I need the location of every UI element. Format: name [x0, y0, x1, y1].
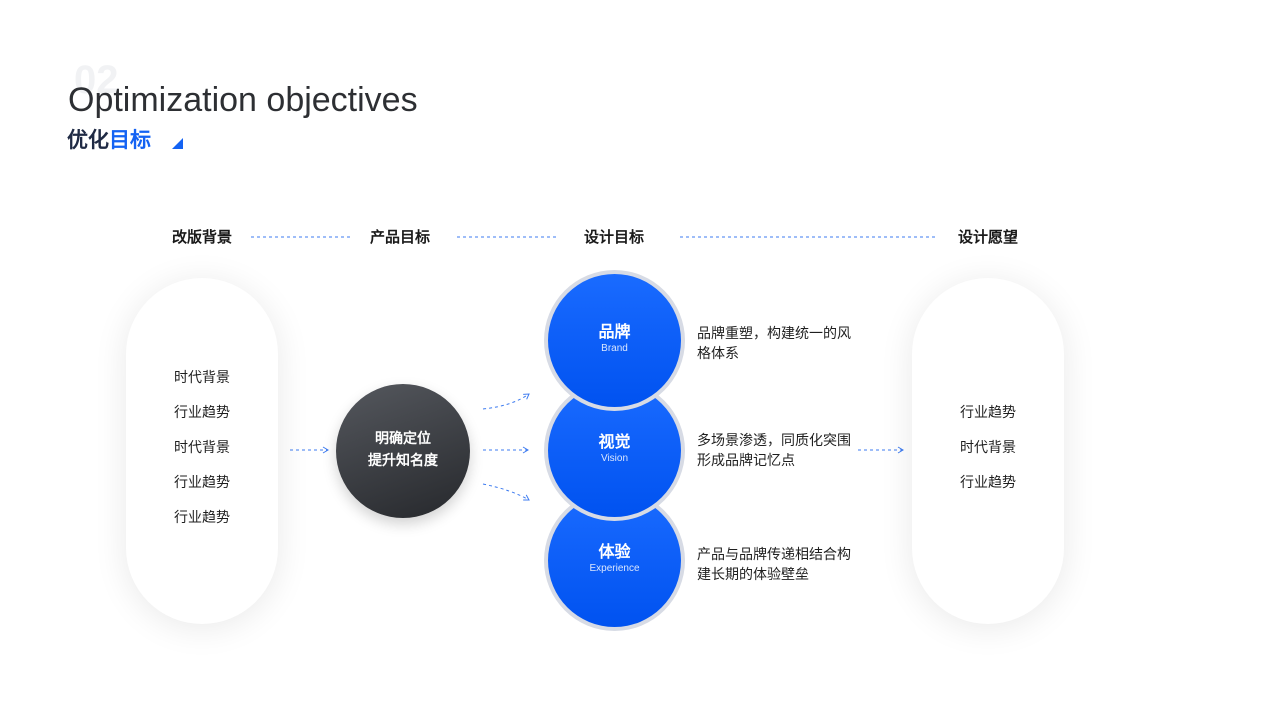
design-goal-brand: 品牌 Brand — [544, 270, 685, 411]
list-item: 时代背景 — [174, 440, 230, 456]
step-header-background: 改版背景 — [171, 228, 233, 246]
product-goal-line-2: 提升知名度 — [368, 453, 438, 469]
step-header-product-goal: 产品目标 — [369, 228, 431, 246]
list-item: 行业趋势 — [174, 510, 230, 526]
goal-description-experience: 产品与品牌传递相结合构建长期的体验壁垒 — [697, 547, 851, 583]
step-header-design-goal: 设计目标 — [583, 228, 645, 246]
section-number: 02 — [74, 58, 119, 102]
design-goal-vision: 视觉 Vision — [544, 380, 685, 521]
design-wish-list: 行业趋势 时代背景 行业趋势 — [912, 396, 1064, 501]
list-item: 行业趋势 — [960, 405, 1016, 421]
list-item: 行业趋势 — [174, 405, 230, 421]
list-item: 时代背景 — [174, 370, 230, 386]
design-goal-experience: 体验 Experience — [544, 490, 685, 631]
goal-title: 体验 — [598, 542, 631, 561]
subtitle-part-2: 目标 — [109, 128, 151, 152]
background-pill: 时代背景 行业趋势 时代背景 行业趋势 行业趋势 — [126, 278, 278, 624]
goal-subtitle: Brand — [601, 343, 628, 354]
subtitle-part-1: 优化 — [67, 128, 109, 152]
list-item: 时代背景 — [960, 440, 1016, 456]
list-item: 行业趋势 — [174, 475, 230, 491]
arrow-product-to-experience — [482, 483, 530, 501]
design-wish-pill: 行业趋势 时代背景 行业趋势 — [912, 278, 1064, 624]
product-goal-line-1: 明确定位 — [375, 431, 431, 447]
background-list: 时代背景 行业趋势 时代背景 行业趋势 行业趋势 — [126, 361, 278, 536]
goal-description-brand: 品牌重塑，构建统一的风格体系 — [697, 326, 851, 362]
goal-title: 视觉 — [598, 432, 631, 451]
goal-subtitle: Experience — [589, 563, 640, 574]
step-header-design-wish: 设计愿望 — [957, 228, 1019, 246]
goal-subtitle: Vision — [600, 453, 629, 464]
goal-description-vision: 多场景渗透，同质化突围形成品牌记忆点 — [697, 433, 851, 469]
product-goal-circle: 明确定位 提升知名度 — [336, 384, 470, 518]
list-item: 行业趋势 — [960, 475, 1016, 491]
corner-triangle-icon — [172, 138, 183, 149]
goal-title: 品牌 — [598, 322, 631, 341]
page-subtitle: 优化目标 — [67, 127, 151, 153]
arrow-product-to-brand — [482, 393, 530, 410]
page-title: Optimization objectives — [68, 81, 418, 119]
